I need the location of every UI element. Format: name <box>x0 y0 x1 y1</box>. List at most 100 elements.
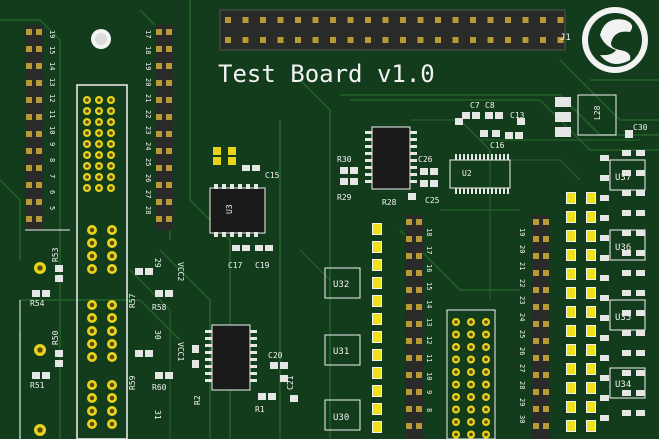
header-pin <box>406 304 412 310</box>
mounting-hole-inner <box>95 33 107 45</box>
led <box>587 383 595 393</box>
header-pin <box>277 17 284 23</box>
header-pin <box>406 253 412 259</box>
smd-pad <box>636 410 645 416</box>
header-pin <box>26 131 32 137</box>
gold-pad-hole <box>109 98 113 102</box>
smd-pad <box>622 190 631 196</box>
label-c20: C20 <box>268 351 283 360</box>
header-j1 <box>219 9 566 51</box>
led <box>567 231 575 241</box>
gold-pad-hole <box>454 395 458 399</box>
ic-pin <box>365 159 372 162</box>
small-components-left <box>32 265 173 379</box>
header-pin <box>543 406 549 412</box>
pin-label: 25 <box>518 330 526 338</box>
smd-pad <box>622 230 631 236</box>
header-pin <box>156 148 162 154</box>
smd-pad <box>636 250 645 256</box>
led <box>587 421 595 431</box>
header-pin <box>26 80 32 86</box>
ic-pin <box>503 154 505 160</box>
ic-pin <box>230 232 234 237</box>
header-pin <box>533 321 539 327</box>
header-pin <box>533 355 539 361</box>
pin-label: 21 <box>518 262 526 270</box>
gold-pad-hole <box>89 240 95 246</box>
smd-pad <box>600 255 609 261</box>
led <box>567 383 575 393</box>
header-pin <box>330 37 336 43</box>
header-pin <box>543 338 549 344</box>
ic-pin <box>499 188 501 194</box>
ic-pin <box>222 232 226 237</box>
pin-label: 17 <box>144 30 152 38</box>
led <box>587 402 595 412</box>
chip-upper-center <box>365 126 417 190</box>
pin-label: 20 <box>518 245 526 253</box>
pin-label: 15 <box>425 282 433 290</box>
pin-label: 6 <box>48 190 56 194</box>
ic-pin <box>205 351 212 354</box>
gold-pad-hole <box>484 395 488 399</box>
gold-pad-hole <box>109 175 113 179</box>
header-pin <box>26 29 32 35</box>
label-r28: R28 <box>382 198 397 207</box>
smd-pad <box>636 210 645 216</box>
header-pin <box>540 37 546 43</box>
header-pin <box>382 37 389 43</box>
led <box>567 402 575 412</box>
smd-pad <box>636 270 645 276</box>
smd-pad <box>600 315 609 321</box>
pin-label: 23 <box>518 296 526 304</box>
smd-pad <box>622 270 631 276</box>
header-pin <box>406 219 412 225</box>
header-pin <box>533 287 539 293</box>
ic-pin <box>410 131 417 134</box>
header-pin <box>533 338 539 344</box>
pin-label: 19 <box>48 30 56 38</box>
smd-pad <box>600 155 609 161</box>
ic-pin <box>214 184 218 189</box>
gold-pad-hole <box>97 142 101 146</box>
pad <box>228 147 236 155</box>
ic-pin <box>491 154 493 160</box>
led <box>567 193 575 203</box>
led <box>567 345 575 355</box>
header-pin <box>406 270 412 276</box>
header-mid <box>155 25 173 230</box>
header-pin <box>365 17 371 23</box>
gold-pad-hole <box>109 266 115 272</box>
pin-label: 13 <box>48 78 56 86</box>
gold-pad-hole <box>109 253 115 259</box>
led <box>567 269 575 279</box>
gold-pad-hole <box>97 186 101 190</box>
smd-pad <box>622 290 631 296</box>
pin-label: 8 <box>425 408 433 412</box>
gold-pad-hole <box>109 382 115 388</box>
led <box>587 193 595 203</box>
header-pin <box>156 97 162 103</box>
ic-pin <box>250 358 257 361</box>
label-u32: U32 <box>333 280 349 290</box>
pin-label: 5 <box>48 206 56 210</box>
gold-pad-hole <box>89 253 95 259</box>
gold-pad-hole <box>37 347 43 353</box>
ic-pin <box>471 154 473 160</box>
led <box>587 212 595 222</box>
pin-label: 19 <box>144 62 152 70</box>
gold-pad-hole <box>109 227 115 233</box>
label-u30: U30 <box>333 413 349 423</box>
header-pin <box>540 17 546 23</box>
gold-pad-hole <box>89 421 95 427</box>
gold-pad-hole <box>484 370 488 374</box>
gold-pad-hole <box>37 427 43 433</box>
led <box>587 345 595 355</box>
gold-pad-hole <box>37 265 43 271</box>
header-right <box>532 215 550 439</box>
label-u37: U37 <box>615 173 631 183</box>
label-l28: L28 <box>593 105 602 120</box>
led <box>373 278 381 288</box>
